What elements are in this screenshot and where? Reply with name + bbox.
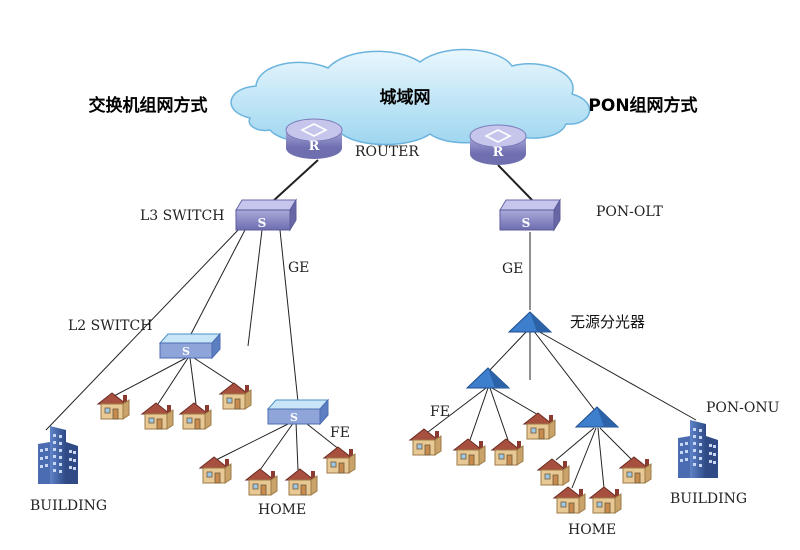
house-icon bbox=[179, 402, 212, 430]
house-icon bbox=[219, 382, 252, 410]
house-icon bbox=[141, 402, 174, 430]
home-right-label: HOME bbox=[568, 522, 616, 538]
house-icon bbox=[245, 468, 278, 496]
ge-left-label: GE bbox=[288, 260, 309, 276]
ge-right-label: GE bbox=[502, 261, 523, 277]
fe-right-label: FE bbox=[430, 404, 450, 420]
l2-switch-2-glyph: S bbox=[290, 411, 298, 424]
house-icon bbox=[323, 446, 356, 474]
house-icon bbox=[589, 486, 622, 514]
l3-switch-label: L3 SWITCH bbox=[140, 208, 224, 224]
building-right-icon bbox=[678, 420, 718, 478]
building-right-label: BUILDING bbox=[670, 491, 747, 507]
metro-network-cloud: 城域网 bbox=[230, 48, 591, 146]
pon-olt-icon: S bbox=[499, 199, 561, 231]
pon-onu-label: PON-ONU bbox=[706, 400, 780, 416]
house-icon bbox=[553, 486, 586, 514]
home-left-label: HOME bbox=[258, 502, 306, 518]
splitter-right-icon bbox=[575, 406, 619, 428]
right-heading: PON组网方式 bbox=[588, 95, 697, 116]
l2-switch-glyph: S bbox=[182, 345, 190, 358]
cloud-label: 城域网 bbox=[380, 87, 431, 108]
house-icon bbox=[453, 438, 486, 466]
l2-switch-icon-2: S bbox=[267, 399, 329, 425]
house-icon bbox=[523, 412, 556, 440]
l3-switch-glyph: S bbox=[258, 216, 267, 230]
house-icon bbox=[97, 392, 130, 420]
building-left-icon bbox=[38, 426, 78, 484]
pon-olt-glyph: S bbox=[522, 216, 531, 230]
splitter-main-icon bbox=[508, 311, 552, 333]
fe-left-label: FE bbox=[330, 425, 350, 441]
house-icon bbox=[537, 458, 570, 486]
building-left-label: BUILDING bbox=[30, 498, 107, 514]
pon-olt-label: PON-OLT bbox=[596, 204, 664, 220]
house-icon bbox=[285, 468, 318, 496]
router-right-glyph: R bbox=[493, 145, 504, 160]
house-icon bbox=[199, 456, 232, 484]
house-icon bbox=[491, 438, 524, 466]
house-icon bbox=[619, 456, 652, 484]
house-icon bbox=[409, 428, 442, 456]
left-links bbox=[45, 159, 341, 471]
router-right-icon: R bbox=[469, 124, 527, 165]
l2-switch-label: L2 SWITCH bbox=[68, 318, 152, 334]
splitter-label: 无源分光器 bbox=[570, 313, 645, 331]
right-links bbox=[427, 164, 697, 489]
router-label: ROUTER bbox=[355, 144, 419, 160]
router-left-icon: R bbox=[285, 118, 343, 159]
left-heading: 交换机组网方式 bbox=[89, 95, 208, 116]
l3-switch-icon: S bbox=[235, 199, 297, 231]
l2-switch-icon: S bbox=[159, 333, 221, 359]
splitter-left-icon bbox=[466, 367, 510, 389]
router-left-glyph: R bbox=[309, 139, 320, 154]
